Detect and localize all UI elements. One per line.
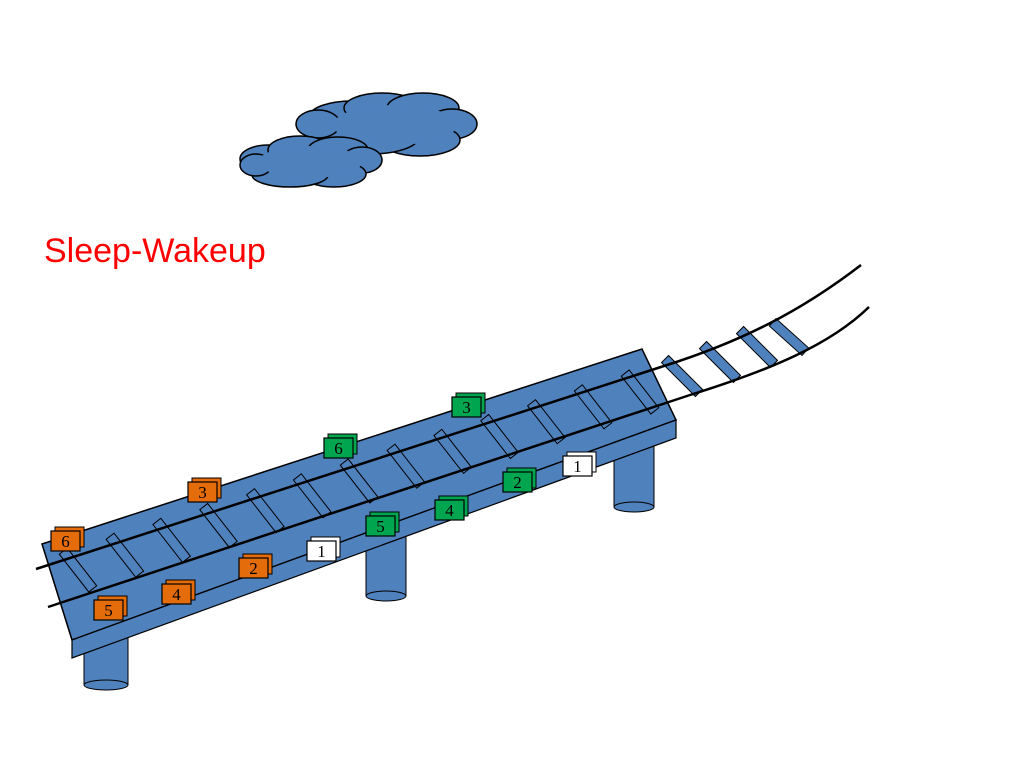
svg-text:1: 1	[317, 542, 326, 561]
cloud-upper	[295, 92, 478, 157]
block-green-6: 6	[323, 433, 358, 459]
svg-text:5: 5	[104, 601, 113, 620]
slide-title: Sleep-Wakeup	[44, 232, 266, 270]
block-white-1-right: 1	[562, 451, 597, 477]
track-sleeper	[620, 369, 660, 415]
block-orange-2: 2	[238, 553, 273, 579]
svg-text:4: 4	[172, 585, 181, 604]
clouds	[239, 92, 478, 188]
svg-text:6: 6	[334, 439, 343, 458]
svg-text:5: 5	[376, 517, 385, 536]
track-sleeper	[480, 413, 519, 460]
track-rails	[35, 264, 870, 609]
block-group-orange: 6 3 5 4 2	[50, 477, 341, 621]
cloud-lower	[239, 135, 383, 188]
block-orange-3: 3	[187, 477, 222, 503]
block-orange-4: 4	[161, 579, 196, 605]
block-orange-6: 6	[50, 526, 85, 552]
svg-text:3: 3	[198, 483, 207, 502]
block-green-4: 4	[434, 495, 469, 521]
block-green-3: 3	[451, 392, 486, 418]
svg-text:1: 1	[573, 457, 582, 476]
block-green-5: 5	[365, 511, 400, 537]
track-sleepers-off-bridge	[660, 317, 810, 398]
svg-text:2: 2	[249, 559, 258, 578]
track-sleeper	[573, 384, 613, 430]
block-group-green: 6 3 5 4 2	[323, 392, 597, 537]
block-green-2: 2	[502, 467, 537, 493]
svg-text:3: 3	[462, 398, 471, 417]
svg-text:4: 4	[445, 501, 454, 520]
track-sleeper	[433, 428, 473, 475]
svg-text:6: 6	[61, 532, 70, 551]
track-sleeper	[199, 502, 238, 549]
block-orange-5: 5	[93, 595, 128, 621]
svg-text:2: 2	[513, 473, 522, 492]
track-sleeper	[526, 398, 566, 445]
block-white-1-left: 1	[306, 536, 341, 562]
